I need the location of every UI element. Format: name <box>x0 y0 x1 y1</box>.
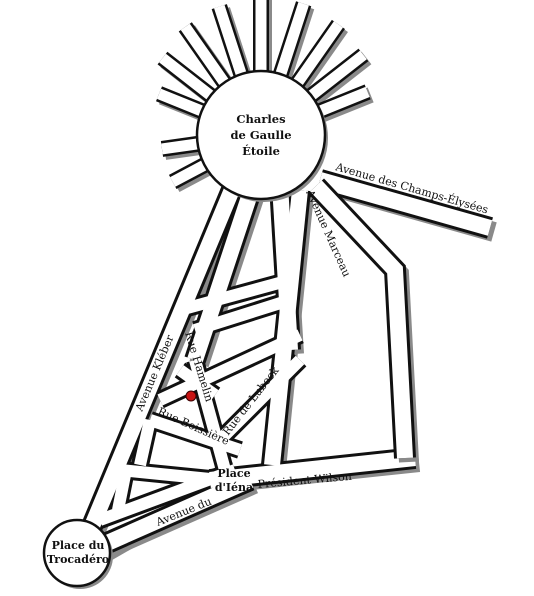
iena-label-line2: d'Iéna <box>215 481 253 494</box>
trocadero-label-line1: Place du <box>52 539 105 552</box>
location-marker <box>185 390 197 402</box>
trocadero-label-line2: Trocadéro <box>47 553 109 566</box>
road-network <box>69 169 497 569</box>
etoile-label-line3: Étoile <box>242 144 280 158</box>
trocadero-circle <box>42 518 113 589</box>
etoile-circle <box>195 69 328 202</box>
etoile-label-line1: Charles <box>236 112 285 126</box>
iena-label-line1: Place <box>217 467 250 480</box>
etoile-label-line2: de Gaulle <box>230 128 291 142</box>
